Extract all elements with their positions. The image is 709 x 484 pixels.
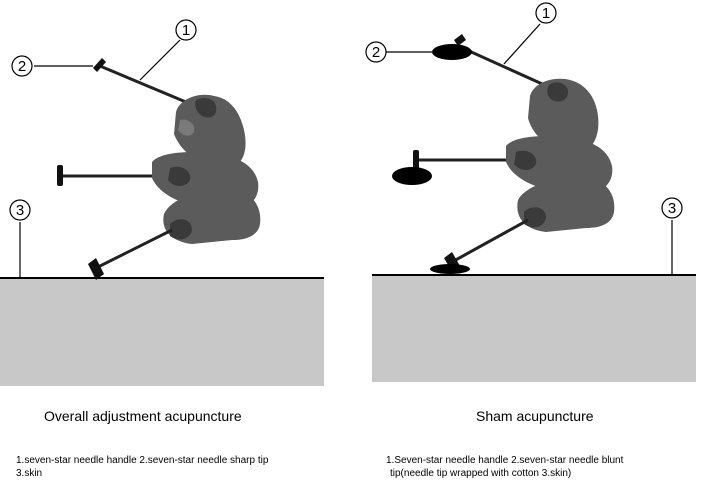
needle-lower-right: [430, 220, 528, 274]
leader-line-1-right: [504, 24, 540, 64]
figure-canvas: 1 2 3: [0, 0, 709, 400]
needle-lower-left: [88, 230, 172, 280]
skin-block-left: [0, 278, 324, 386]
legend-right-line1: 1.Seven-star needle handle 2.seven-star …: [386, 454, 623, 467]
legend-right-line2: tip(needle tip wrapped with cotton 3.ski…: [386, 467, 623, 480]
marker-2-left: 2: [18, 58, 26, 75]
right-panel: 1 2 3: [366, 3, 696, 382]
marker-2-right: 2: [372, 44, 380, 61]
legend-left: 1.seven-star needle handle 2.seven-star …: [16, 454, 268, 480]
marker-3-right: 3: [668, 200, 676, 217]
marker-3-left: 3: [16, 202, 24, 219]
panel-title-right: Sham acupuncture: [476, 408, 594, 424]
skin-block-right: [372, 275, 696, 382]
left-panel: 1 2 3: [0, 20, 324, 386]
legend-left-line1: 1.seven-star needle handle 2.seven-star …: [16, 454, 268, 467]
legend-right: 1.Seven-star needle handle 2.seven-star …: [386, 454, 623, 480]
hand-lower-right: [517, 177, 614, 232]
leader-line-1-left: [140, 40, 180, 80]
marker-1-left: 1: [182, 22, 190, 39]
legend-left-line2: 3.skin: [16, 467, 268, 480]
needle-upper-right: [432, 34, 560, 92]
panel-title-left: Overall adjustment acupuncture: [44, 408, 242, 424]
marker-1-right: 1: [542, 5, 550, 22]
